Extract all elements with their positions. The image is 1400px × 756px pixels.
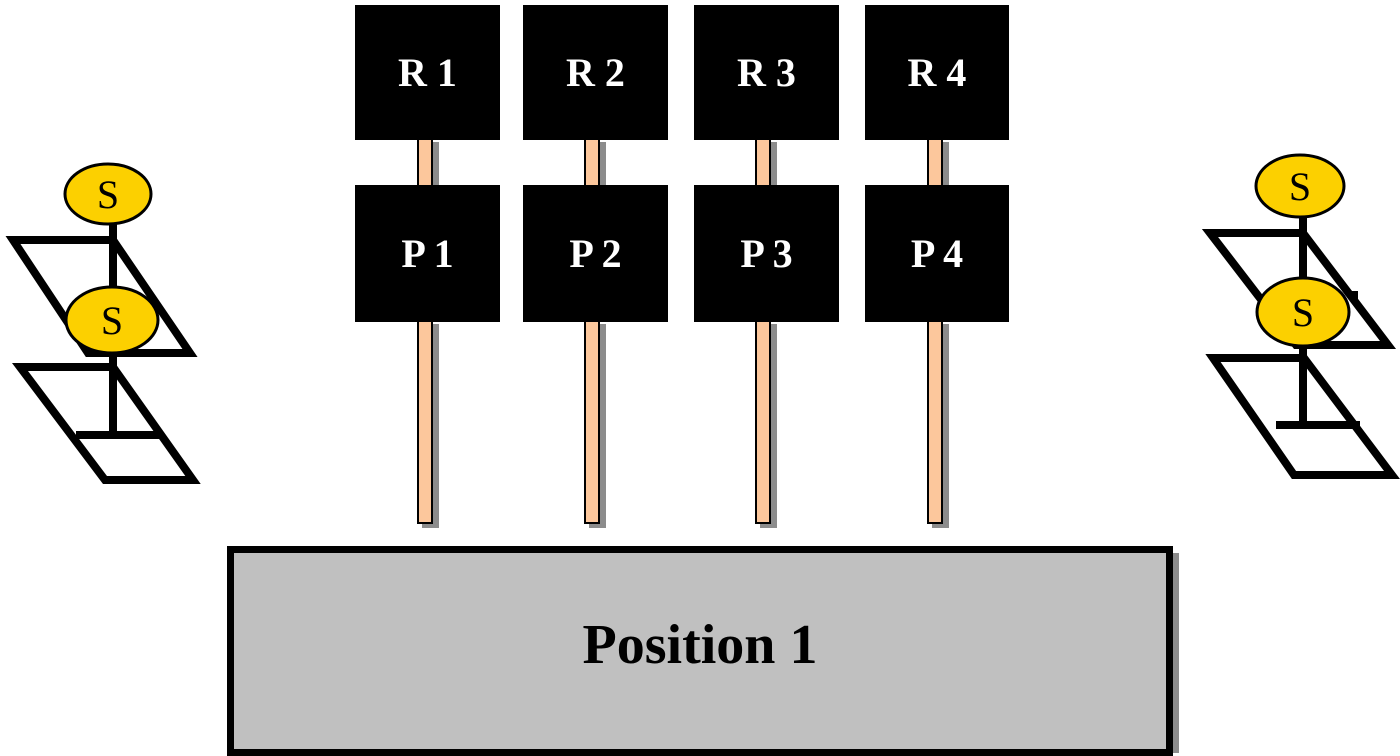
left-stand-bottom-label: S [100, 297, 124, 343]
r-box-4: R 4 [865, 5, 1009, 140]
p-box-1: P 1 [355, 185, 500, 322]
p-box-3: P 3 [694, 185, 839, 322]
upper-post-2 [584, 138, 600, 188]
right-stand-top-circle [1254, 153, 1346, 219]
upper-post-1 [417, 138, 433, 188]
left-stand-top-circle [63, 162, 153, 226]
right-stand-bottom-circle [1255, 276, 1351, 348]
left-stand: S S [0, 0, 220, 520]
p-box-4: P 4 [865, 185, 1009, 322]
lower-post-4 [927, 318, 943, 524]
upper-post-3 [755, 138, 771, 188]
lower-post-2 [584, 318, 600, 524]
left-stand-bottom-circle [64, 285, 160, 355]
r-box-3: R 3 [694, 5, 839, 140]
left-stand-top-label: S [96, 171, 120, 217]
r-box-2: R 2 [523, 5, 668, 140]
lower-post-3 [755, 318, 771, 524]
lower-post-1 [417, 318, 433, 524]
right-stand-bottom-label: S [1291, 289, 1315, 335]
right-stand-frame [1201, 153, 1400, 479]
p-box-2: P 2 [523, 185, 668, 322]
right-stand-top-label: S [1288, 163, 1312, 209]
left-stand-frame [5, 162, 201, 484]
position-label: Position 1 [582, 614, 818, 676]
r-box-1: R 1 [355, 5, 500, 140]
position-block: Position 1 [227, 546, 1173, 756]
right-stand: S S [1180, 0, 1400, 520]
upper-post-4 [927, 138, 943, 188]
